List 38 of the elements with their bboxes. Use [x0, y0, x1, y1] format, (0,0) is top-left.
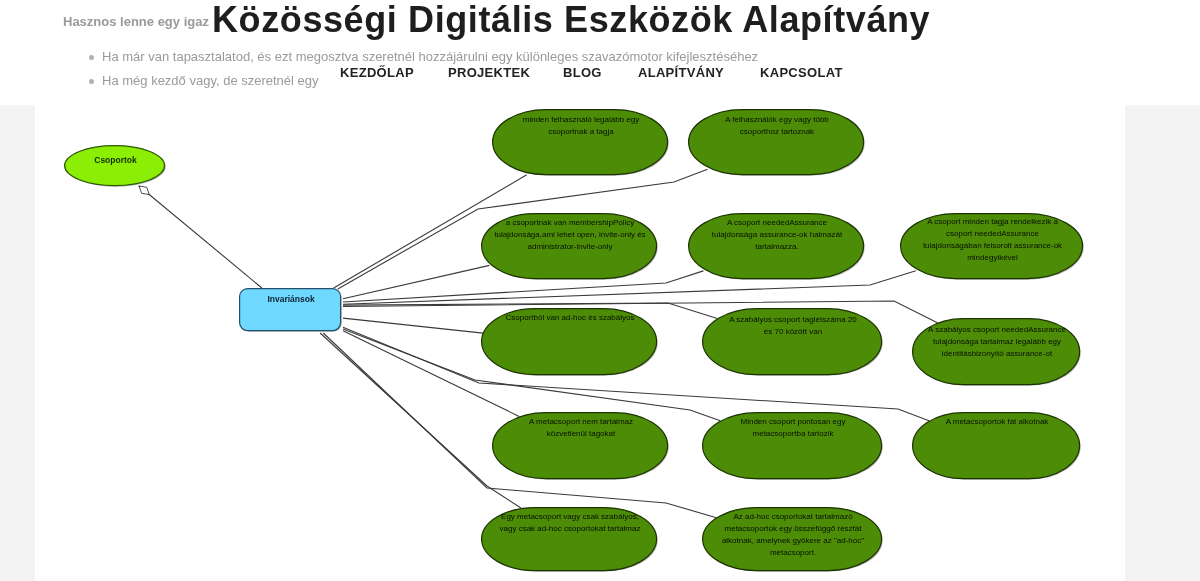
- node-text: A metacsoport nem tartalmaz közvetlenül tagokat: [527, 416, 634, 440]
- node-text: Az ad-hoc csoportokat tartalmazó metacsoportok egy összefüggő részfát alkotnak, amelynek gyökere az "ad-hoc" metacsoport.: [720, 511, 866, 559]
- list-item-text: Ha még kezdő vagy, de szeretnél egy: [102, 73, 319, 89]
- connector-line: [337, 168, 709, 290]
- node-text: Csoportok: [93, 154, 138, 166]
- connector-line: [342, 326, 930, 422]
- paragraph-text: Hasznos lenne egy igaz: [63, 14, 209, 30]
- node-text: A szabályos csoport taglétszáma 20 és 70 között van: [728, 314, 858, 338]
- connector-line: [342, 270, 917, 305]
- connector-line: [342, 300, 938, 324]
- node-text: Invariánsok: [266, 293, 316, 305]
- nav-link: ALAPÍTVÁNY: [638, 65, 725, 81]
- nav-link: BLOG: [563, 65, 602, 81]
- connector-line: [342, 302, 718, 320]
- node-text: Minden csoport pontosan egy metacsoportba tartozik: [739, 416, 847, 440]
- node-text: a csoportnak van membershipPolicy tulajdonsága,ami lehet open, invite-only és administrator-invite-only: [493, 217, 647, 253]
- node-text: A metacsoportok fát alkotnak: [944, 416, 1050, 428]
- nav-link: KEZDŐLAP: [340, 65, 414, 81]
- connector-line: [342, 330, 520, 417]
- site-title: Közösségi Digitális Eszközök Alapítvány: [212, 0, 931, 40]
- connector-line: [342, 328, 721, 422]
- node-text: A szabályos csoport neededAssurance tulajdonsága tartalmaz legalább egy identitásbizonyító assurance-ot: [927, 324, 1067, 360]
- nav-link: PROJEKTEK: [448, 65, 531, 81]
- connector-line: [319, 332, 522, 509]
- aggregation-connector: [138, 185, 263, 289]
- node-text: Csoportból van ad-hoc és szabályos: [504, 312, 636, 324]
- connector-line: [342, 270, 704, 303]
- connector-line: [333, 174, 528, 289]
- node-text: minden felhasználó legalább egy csoportnak a tagja: [521, 114, 641, 138]
- node-text: Egy metacsoport vagy csak szabályos, vagy csak ad-hoc csoportokat tartalmaz: [498, 511, 642, 535]
- node-text: A csoport minden tagja rendelkezik a csoport neededAssurance tulajdonságában felsorolt assurance-ok mindegyikével: [921, 216, 1064, 264]
- node-text: A felhasználók egy vagy több csoporthoz tartoznak: [724, 114, 830, 138]
- connector-line: [322, 332, 717, 519]
- nav-link: KAPCSOLAT: [760, 65, 843, 81]
- connector-line: [342, 264, 491, 300]
- list-item-text: Ha már van tapasztalatod, és ezt megosztva szeretnél hozzájárulni egy különleges szavazómotor kifejlesztéséhez: [102, 49, 759, 65]
- rounded-rect-node: [239, 288, 343, 333]
- node-text: A csoport neededAssurance tulajdonsága assurance-ok halmazát tartalmazza.: [710, 217, 844, 253]
